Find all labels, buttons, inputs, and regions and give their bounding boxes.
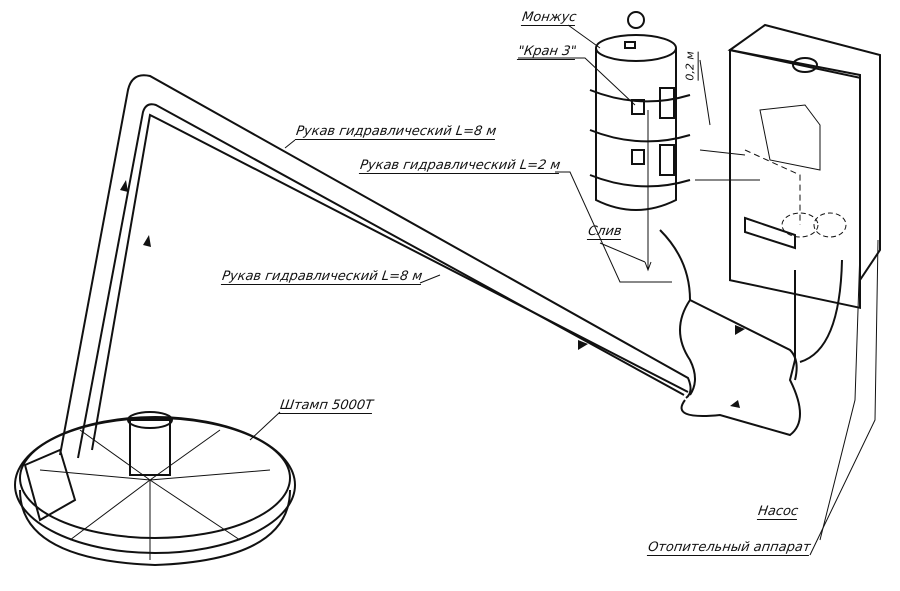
label-hose-bottom: Рукав гидравлический L=8 м — [220, 269, 424, 285]
label-distance: 0,2 м — [682, 51, 699, 81]
monjus-tank — [589, 11, 691, 272]
heater-unit — [727, 23, 881, 310]
label-monjus: Монжус — [520, 10, 578, 26]
hydraulic-hoses — [59, 74, 879, 556]
label-pump: Насос — [756, 504, 800, 520]
label-stamp: Штамп 5000Т — [278, 398, 375, 414]
leader-lines — [249, 24, 760, 441]
label-drain: Слив — [586, 224, 623, 240]
label-hose-2m: Рукав гидравлический L=2 м — [358, 158, 562, 174]
label-hose-top: Рукав гидравлический L=8 м — [294, 124, 498, 140]
label-heater: Отопительный аппарат — [646, 540, 812, 556]
stamp-press — [14, 411, 296, 567]
label-kran: "Кран 3" — [516, 44, 578, 60]
